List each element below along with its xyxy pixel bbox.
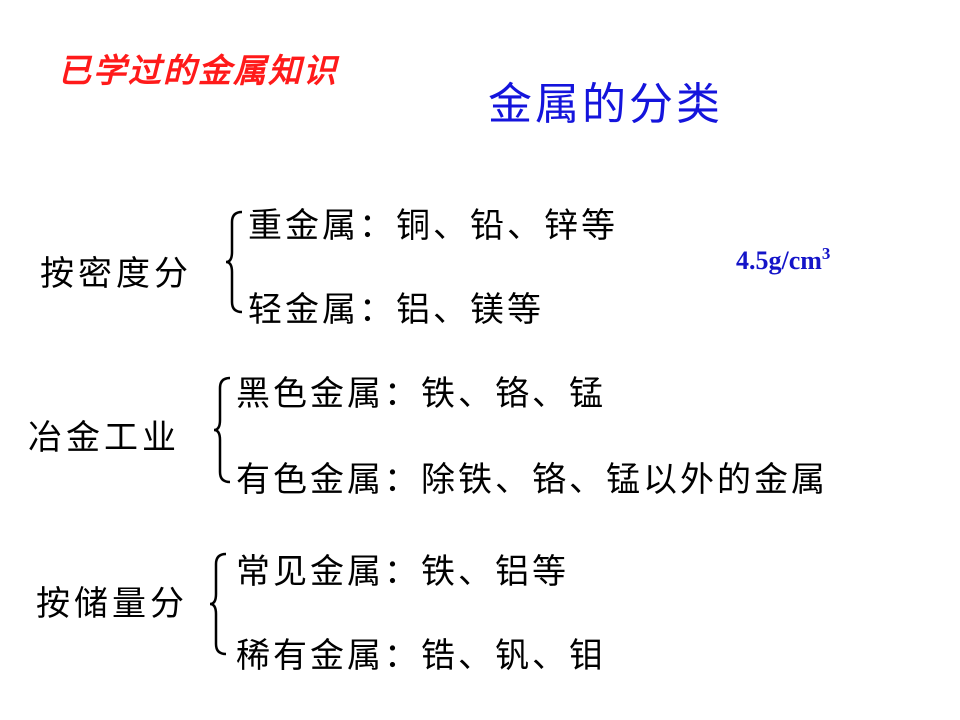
brace-icon [213,376,231,484]
item-heavy-metals: 重金属：铜、铅、锌等 [248,206,618,246]
section-subtitle: 已学过的金属知识 [58,51,338,90]
category-by-density: 按密度分 [40,254,192,294]
item-rare-metals: 稀有金属：锆、钒、钼 [236,636,606,676]
item-ferrous-metals: 黑色金属：铁、铬、锰 [236,374,606,414]
item-light-metals: 轻金属：铝、镁等 [248,290,544,330]
item-nonferrous-metals: 有色金属：除铁、铬、锰以外的金属 [236,460,828,500]
item-common-metals: 常见金属：铁、铝等 [236,552,569,592]
brace-icon [209,552,227,656]
category-by-reserves: 按储量分 [36,584,188,624]
page-title: 金属的分类 [488,79,723,130]
category-metallurgy: 冶金工业 [28,418,180,458]
brace-icon [225,210,243,314]
density-value: 4.5g/cm [736,246,822,275]
density-threshold: 4.5g/cm3 [736,244,830,276]
density-exponent: 3 [821,244,831,263]
